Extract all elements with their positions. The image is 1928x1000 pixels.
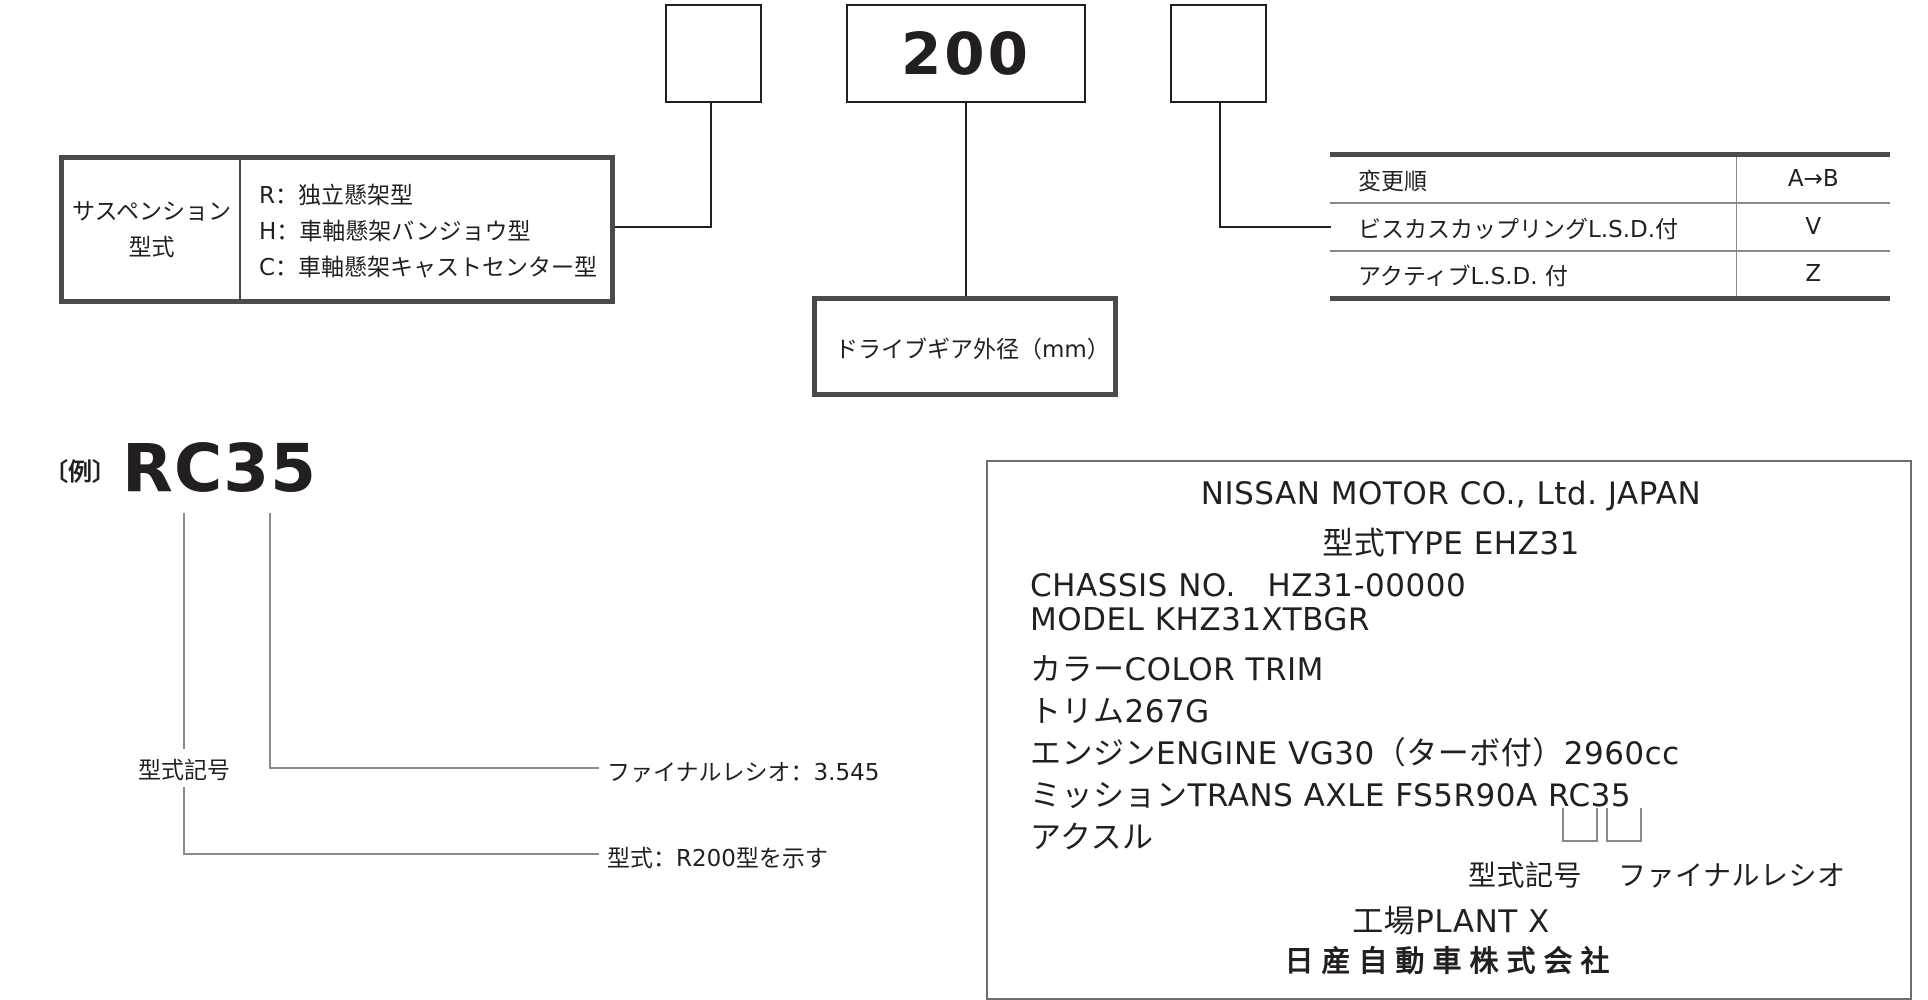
suspension-options: R：独立懸架型 H：車軸懸架バンジョウ型 C：車軸懸架キャストセンター型 [241,160,597,299]
plate-maker-jp: 日産自動車株式会社 [1284,944,1618,978]
example-type-desc: 型式：R200型を示す [607,846,828,872]
suspension-label-line2: 型式 [128,234,175,261]
plate-engine: エンジンENGINE VG30（ターボ付）2960cc [1030,736,1680,772]
plate-bracket-type [1562,808,1598,842]
connector-center-vertical [965,103,967,297]
plate-bracket-ratio [1606,808,1642,842]
option-code: V [1735,201,1890,251]
option-desc: 変更順 [1330,152,1736,203]
option-code-table: 変更順 A→B ビスカスカップリングL.S.D.付 V アクティブL.S.D. … [1330,152,1890,301]
plate-model: MODEL KHZ31XTBGR [1030,602,1370,638]
drive-gear-diameter-box: ドライブギア外径（mm） [812,296,1118,397]
suspension-option-c: C：車軸懸架キャストセンター型 [259,255,598,281]
suspension-label-line1: サスペンション [72,198,231,225]
example-line-ratio-vertical [269,513,271,769]
plate-ratio-note: ファイナルレシオ [1618,859,1846,892]
table-row: 変更順 A→B [1330,152,1890,203]
plate-trim: トリム267G [1030,694,1210,730]
plate-type: 型式TYPE EHZ31 [1322,526,1580,562]
option-code: A→B [1735,152,1890,203]
example-prefix: 〔例〕 [44,458,116,486]
example-type-label: 型式記号 [136,751,232,785]
drive-gear-diameter-label: ドライブギア外径（mm） [835,336,1110,363]
plate-maker-en: NISSAN MOTOR CO., Ltd. JAPAN [1200,476,1702,512]
code-box-left [665,4,762,103]
example-ratio-label: ファイナルレシオ：3.545 [607,760,880,786]
plate-axle: アクスル [1030,820,1154,856]
vehicle-id-plate: NISSAN MOTOR CO., Ltd. JAPAN 型式TYPE EHZ3… [986,460,1912,1000]
suspension-type-box: サスペンション 型式 R：独立懸架型 H：車軸懸架バンジョウ型 C：車軸懸架キャ… [59,155,615,304]
suspension-option-r: R：独立懸架型 [259,183,413,209]
option-desc: アクティブL.S.D. 付 [1330,249,1736,301]
connector-right-horizontal [1219,226,1331,228]
example-line-ratio-horizontal [269,767,599,769]
option-code: Z [1735,249,1890,301]
suspension-label: サスペンション 型式 [64,160,241,299]
example-line-type-lower [183,787,185,855]
connector-left-vertical [710,103,712,227]
plate-color: カラーCOLOR TRIM [1030,652,1324,688]
table-row: ビスカスカップリングL.S.D.付 V [1330,201,1890,251]
code-box-center: 200 [846,4,1086,103]
plate-type-note: 型式記号 [1468,859,1583,892]
plate-plant: 工場PLANT X [1352,904,1550,940]
plate-mission: ミッションTRANS AXLE FS5R90A RC35 [1030,778,1632,814]
connector-right-vertical [1219,103,1221,227]
example-code: RC35 [122,430,318,507]
plate-chassis: CHASSIS NO. HZ31-00000 [1030,568,1467,604]
example-line-type-horizontal [183,853,599,855]
code-box-right [1170,4,1267,103]
option-desc: ビスカスカップリングL.S.D.付 [1330,201,1736,251]
example-line-type-upper [183,513,185,749]
table-row: アクティブL.S.D. 付 Z [1330,249,1890,301]
suspension-option-h: H：車軸懸架バンジョウ型 [259,219,531,245]
connector-left-horizontal [614,226,712,228]
code-box-center-value: 200 [900,19,1032,88]
